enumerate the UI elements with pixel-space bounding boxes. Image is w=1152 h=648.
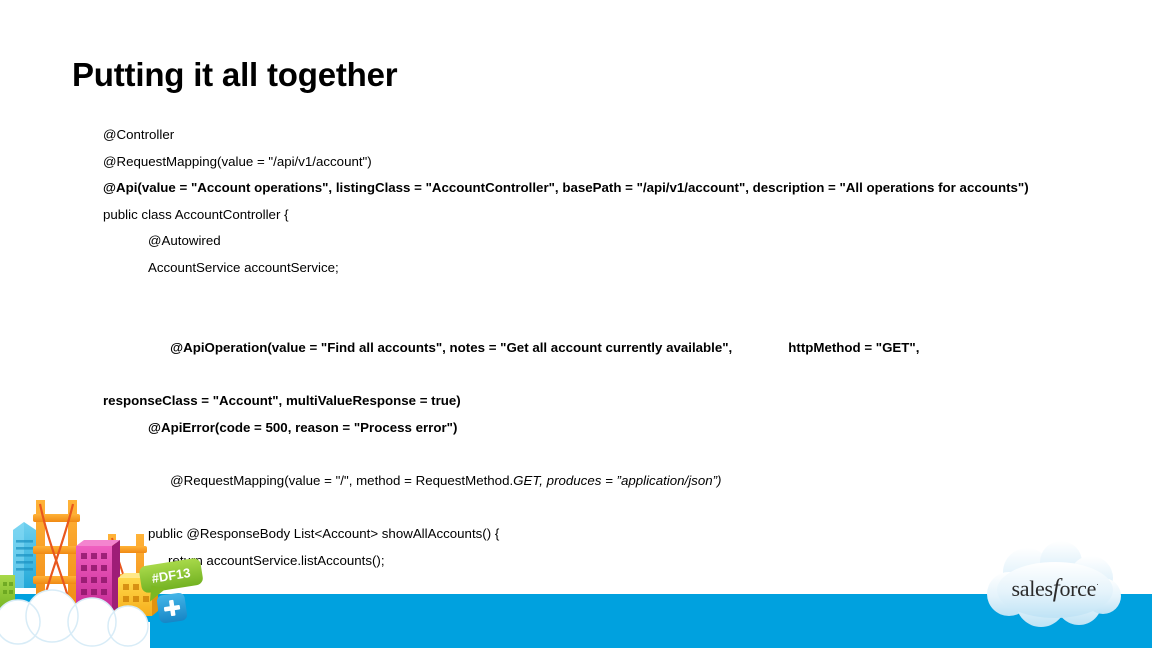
code-block: @Controller @RequestMapping(value = "/ap… xyxy=(103,122,1063,627)
code-fragment: @ApiOperation(value = "Find all accounts… xyxy=(170,339,733,355)
code-line: @RequestMapping(value = "/api/v1/account… xyxy=(103,153,372,169)
code-line: AccountService accountService; xyxy=(148,259,339,275)
wordmark-sales: sales xyxy=(1011,576,1054,601)
code-line: @Api(value = "Account operations", listi… xyxy=(103,180,1029,196)
code-fragment: @RequestMapping(value = "/", method = Re… xyxy=(170,472,514,488)
code-fragment-italic: GET, produces = ”application/json”) xyxy=(513,472,722,488)
code-line: @Autowired xyxy=(148,233,221,249)
building-cyan xyxy=(13,522,36,588)
building-green-small-windows xyxy=(3,582,13,594)
wordmark-orce: orce xyxy=(1059,576,1097,601)
wordmark-trademark: · xyxy=(1096,580,1099,590)
code-line: @ApiError(code = 500, reason = "Process … xyxy=(148,419,458,435)
code-line: @Controller xyxy=(103,127,175,142)
page-title: Putting it all together xyxy=(72,56,398,93)
wordmark-f: f xyxy=(1052,575,1060,602)
salesforce-cloud-shape xyxy=(987,541,1121,627)
salesforce-logo: salesforce· xyxy=(975,538,1135,638)
salesforce-wordmark: salesforce· xyxy=(997,576,1113,601)
footer-accent-band xyxy=(0,594,1152,648)
code-line: return accountService.listAccounts(); xyxy=(168,552,385,568)
code-line: public class AccountController { xyxy=(103,206,289,222)
code-line-blank xyxy=(103,282,1063,309)
code-line: @RequestMapping(value = "/", method = Re… xyxy=(148,441,1063,521)
code-line: responseClass = "Account", multiValueRes… xyxy=(103,392,461,408)
code-line: @ApiOperation(value = "Find all accounts… xyxy=(103,308,1063,388)
code-line: public @ResponseBody List<Account> showA… xyxy=(148,525,500,541)
code-fragment: httpMethod = "GET", xyxy=(788,339,920,355)
